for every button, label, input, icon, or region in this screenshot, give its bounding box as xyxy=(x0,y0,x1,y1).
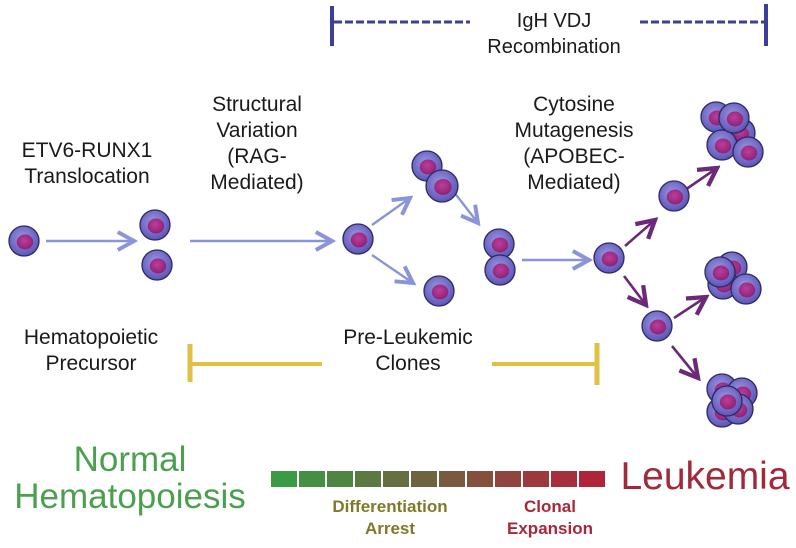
cell xyxy=(641,310,673,342)
cell xyxy=(141,249,173,281)
structural-variation-label: Structural Variation (RAG- Mediated) xyxy=(210,93,304,194)
gradient-segment xyxy=(299,471,325,487)
cell xyxy=(425,169,459,203)
cytosine-mutagenesis-label: Cytosine Mutagenesis (APOBEC- Mediated) xyxy=(514,93,634,194)
igh-bracket xyxy=(330,4,768,46)
gradient-segment xyxy=(579,471,605,487)
preleukemic-clones-label: Pre-Leukemic Clones xyxy=(343,326,473,375)
preleukemic-bracket xyxy=(187,343,600,385)
cell xyxy=(483,228,515,260)
gradient-segment xyxy=(467,471,493,487)
gradient-segment xyxy=(411,471,437,487)
gradient-segment xyxy=(383,471,409,487)
cell xyxy=(484,254,516,286)
arrow-expand-1 xyxy=(624,220,655,247)
gradient-segment xyxy=(271,471,297,487)
clonal-expansion-label: Clonal Expansion xyxy=(507,497,593,538)
cell xyxy=(706,129,738,161)
cell xyxy=(8,225,40,257)
etv6-runx1-label: ETV6-RUNX1 Translocation xyxy=(21,139,153,188)
gradient-segment xyxy=(439,471,465,487)
leukemia-label: Leukemia xyxy=(620,455,790,498)
purple-arrows xyxy=(622,168,717,378)
cells xyxy=(8,101,764,428)
normal-hematopoiesis-label: Normal Hematopoiesis xyxy=(14,440,246,516)
arrow-expand-4 xyxy=(673,297,706,320)
differentiation-arrest-label: Differentiation Arrest xyxy=(332,497,448,538)
hematopoietic-precursor-label: Hematopoietic Precursor xyxy=(23,326,159,375)
cell xyxy=(711,385,743,417)
arrow-expand-5 xyxy=(670,345,698,378)
blue-arrows xyxy=(46,186,589,283)
cell xyxy=(593,242,625,274)
gradient-segment xyxy=(551,471,577,487)
arrow-branch-down xyxy=(371,254,413,283)
arrow-expand-2 xyxy=(684,168,717,192)
cell xyxy=(658,180,690,212)
cell xyxy=(342,223,374,255)
cell xyxy=(718,102,750,134)
gradient-segment xyxy=(355,471,381,487)
cell xyxy=(423,275,455,307)
igh-vdj-label: IgH VDJ Recombination xyxy=(487,10,621,58)
gradient-segment xyxy=(523,471,549,487)
arrow-expand-3 xyxy=(622,275,646,305)
gradient-segment xyxy=(327,471,353,487)
gradient-segment xyxy=(495,471,521,487)
cell xyxy=(704,256,736,288)
arrow-branch-up xyxy=(371,198,410,226)
cell xyxy=(732,136,764,168)
cell xyxy=(730,273,762,305)
gradient-bar xyxy=(270,470,606,488)
cell xyxy=(139,209,171,241)
